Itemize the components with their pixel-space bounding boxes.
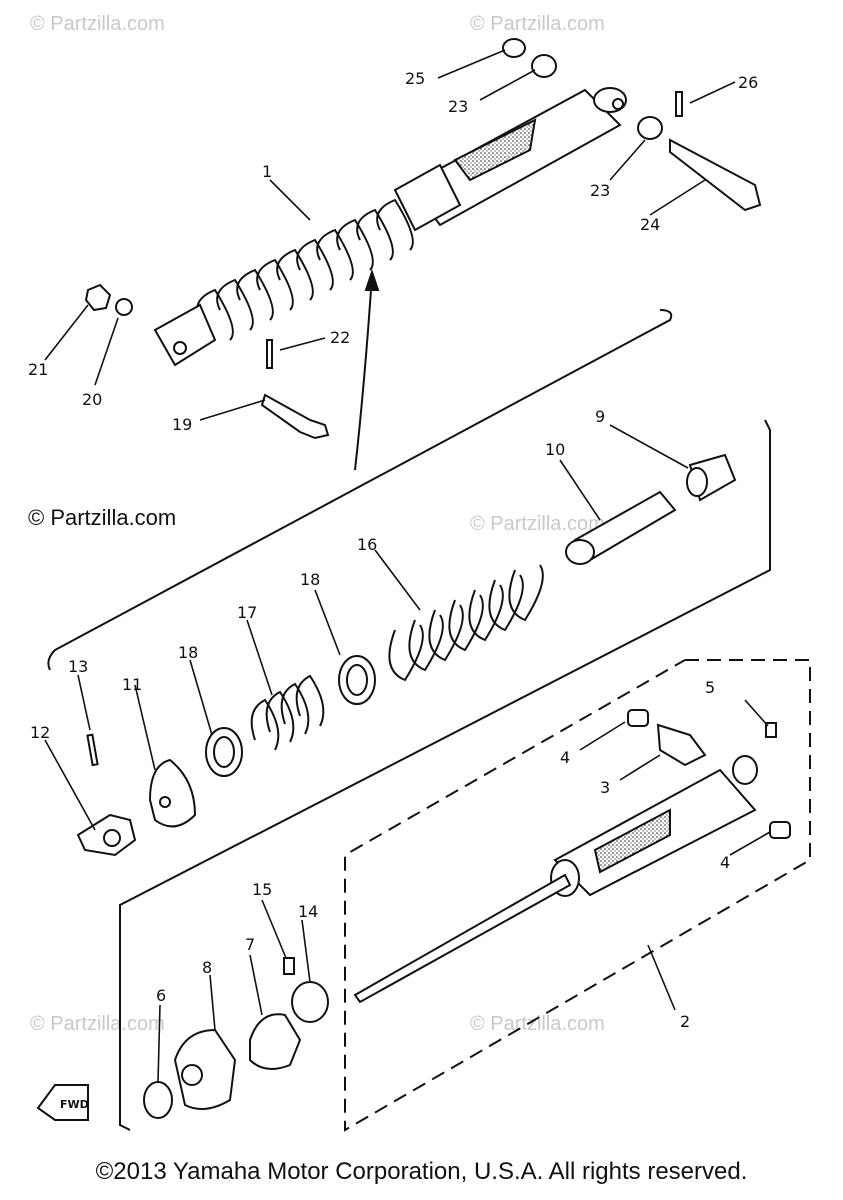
bottom-parts (143, 957, 329, 1119)
callout-10: 10 (545, 440, 565, 459)
partzilla-copyright: © Partzilla.com (28, 505, 177, 530)
callout-15: 15 (252, 880, 272, 899)
callout-labels: 1 2 3 4 4 5 6 7 8 9 10 11 12 13 14 15 16… (28, 69, 758, 1031)
callout-20: 20 (82, 390, 102, 409)
assembly-arrow (354, 268, 380, 471)
damper-unit (353, 709, 791, 1004)
bushing-4-lower (769, 821, 791, 839)
callout-14: 14 (298, 902, 318, 921)
callout-24: 24 (640, 215, 660, 234)
watermark-bottom-right: © Partzilla.com (470, 1013, 605, 1035)
internal-parts-bracket (47, 309, 771, 1131)
joint-3 (656, 723, 707, 767)
callout-7: 7 (245, 935, 255, 954)
bushing-23-lower (637, 116, 663, 140)
damper-dashed-outline (344, 659, 811, 1132)
fwd-label: FWD (60, 1098, 89, 1111)
callout-21: 21 (28, 360, 48, 379)
spring-17 (250, 674, 325, 751)
footer-copyright: ©2013 Yamaha Motor Corporation, U.S.A. A… (95, 1158, 748, 1185)
spring-16 (388, 564, 544, 682)
pin-26 (675, 91, 683, 117)
nut-21 (84, 283, 112, 312)
pin-13 (86, 733, 99, 767)
callout-12: 12 (30, 723, 50, 742)
leader-lines (44, 49, 771, 1083)
shock-absorber-assembly (153, 87, 627, 367)
bushing-23-upper (531, 54, 557, 78)
callout-23-upper: 23 (448, 97, 468, 116)
callout-18-upper: 18 (300, 570, 320, 589)
bolt-19 (260, 393, 330, 440)
watermark-top-left: © Partzilla.com (30, 13, 165, 35)
washer-25 (502, 38, 526, 58)
screw-5 (765, 722, 777, 738)
callout-8: 8 (202, 958, 212, 977)
callout-2: 2 (680, 1012, 690, 1031)
callout-18-lower: 18 (178, 643, 198, 662)
callout-17: 17 (237, 603, 257, 622)
watermark-mid-right: © Partzilla.com (470, 513, 605, 535)
washer-20 (115, 298, 133, 316)
callout-6: 6 (156, 986, 166, 1005)
damper-rod (353, 873, 572, 1004)
washer-6 (143, 1081, 173, 1119)
bushing-4-upper (627, 709, 649, 727)
watermark-bottom-left: © Partzilla.com (30, 1013, 165, 1035)
callout-4-upper: 4 (560, 748, 570, 767)
callout-11: 11 (122, 675, 142, 694)
collar-11 (148, 758, 197, 828)
screw-15 (283, 957, 295, 975)
callout-9: 9 (595, 407, 605, 426)
housing-8 (173, 1028, 237, 1110)
o-ring-14 (291, 981, 329, 1023)
pin-22 (266, 339, 273, 369)
callout-25: 25 (405, 69, 425, 88)
callout-26: 26 (738, 73, 758, 92)
callout-22: 22 (330, 328, 350, 347)
bolt-24 (669, 138, 762, 212)
callout-3: 3 (600, 778, 610, 797)
top-hardware (84, 38, 762, 440)
watermark-top-right: © Partzilla.com (470, 13, 605, 35)
callout-1: 1 (262, 162, 272, 181)
middle-parts (76, 453, 737, 857)
callout-16: 16 (357, 535, 377, 554)
callout-19: 19 (172, 415, 192, 434)
adjuster-7 (249, 1013, 302, 1070)
callout-23-lower: 23 (590, 181, 610, 200)
callout-4-lower: 4 (720, 853, 730, 872)
forward-direction-badge: FWD (36, 1084, 89, 1121)
callout-13: 13 (68, 657, 88, 676)
callout-5: 5 (705, 678, 715, 697)
